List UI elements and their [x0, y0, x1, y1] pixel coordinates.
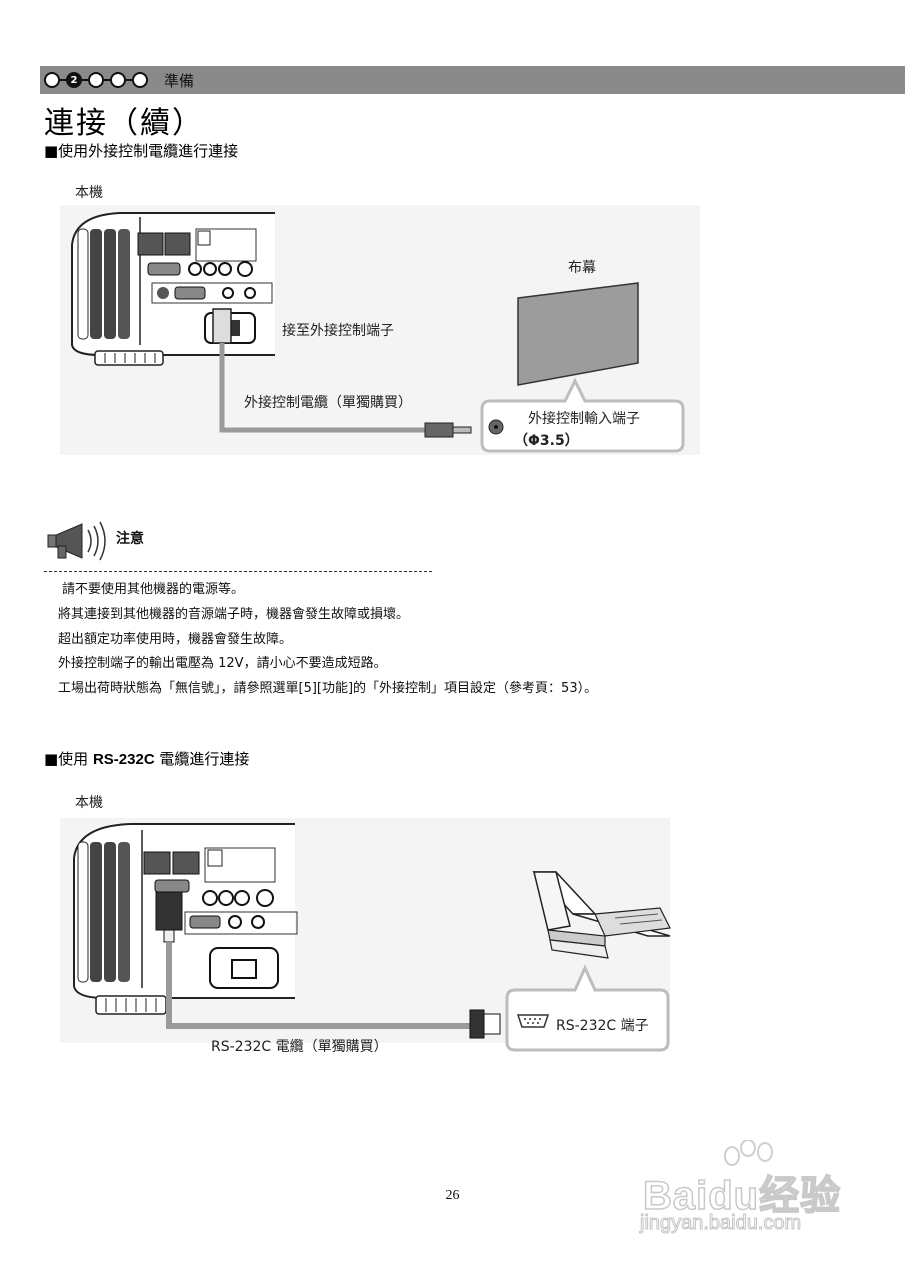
serial-port-icon	[516, 1014, 550, 1028]
watermark-url: jingyan.baidu.com	[639, 1212, 802, 1235]
caution-title: 注意	[116, 531, 144, 547]
section2-device-label: 本機	[75, 795, 103, 811]
rs232c-cable-label: RS-232C 電纜（單獨購買）	[211, 1039, 388, 1055]
screen-label: 布幕	[568, 260, 596, 276]
rs232c-port-label: RS-232C 端子	[556, 1018, 649, 1034]
rs232c-diagram	[60, 818, 671, 1052]
caution-line-2: 將其連接到其他機器的音源端子時，機器會發生故障或損壞。	[58, 607, 410, 622]
section1-device-label: 本機	[75, 185, 103, 201]
caution-divider	[44, 571, 432, 572]
megaphone-icon	[47, 521, 106, 561]
projection-screen	[517, 282, 639, 386]
projector-rear-panel	[73, 823, 298, 1015]
caution-line-3: 超出額定功率使用時，機器會發生故障。	[58, 632, 293, 647]
watermark-brand: Baidu经验	[642, 1173, 842, 1219]
watermark-paw-icon	[724, 1140, 773, 1166]
port-label: 接至外接控制端子	[282, 323, 394, 339]
cable-label: 外接控制電纜（單獨購買）	[244, 395, 412, 411]
caution-line-4: 外接控制端子的輸出電壓為 12V，請小心不要造成短路。	[58, 656, 387, 671]
external-control-diagram	[60, 205, 700, 455]
section1-title: ■使用外接控制電纜進行連接	[44, 142, 239, 160]
chapter-step-indicator: 2 準備	[44, 70, 194, 90]
page-number: 26	[445, 1188, 460, 1203]
input-label: 外接控制輸入端子	[528, 411, 640, 427]
caution-line-1: 請不要使用其他機器的電源等。	[62, 582, 245, 597]
projector-rear-panel	[71, 212, 275, 366]
page-title: 連接（續）	[44, 106, 204, 141]
laptop-icon	[532, 871, 671, 959]
caution-line-5: 工場出荷時狀態為「無信號」，請參照選單[5][功能]的「外接控制」項目設定（參考…	[58, 681, 598, 696]
step-3	[88, 72, 104, 88]
step-5	[132, 72, 148, 88]
chapter-title: 準備	[164, 71, 195, 90]
step-1	[44, 72, 60, 88]
step-2-current: 2	[66, 72, 82, 88]
chapter-header-bar: 2 準備	[40, 66, 905, 94]
step-4	[110, 72, 126, 88]
section2-title: ■使用 RS-232C 電纜進行連接	[44, 750, 250, 768]
input-spec: （Φ3.5）	[514, 433, 579, 449]
